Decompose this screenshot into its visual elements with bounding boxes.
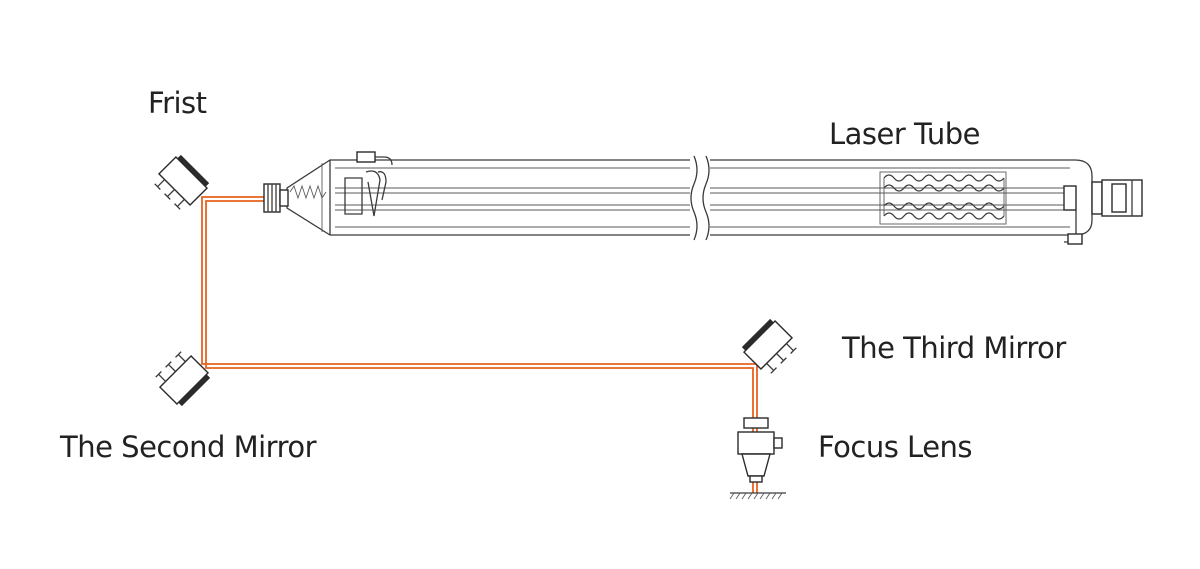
laser-tube-label: Laser Tube bbox=[829, 117, 980, 151]
focus-lens bbox=[729, 417, 786, 500]
first-mirror-label: Frist bbox=[148, 86, 207, 120]
third-mirror-label: The Third Mirror bbox=[842, 331, 1066, 365]
second-mirror bbox=[155, 351, 211, 407]
first-mirror bbox=[154, 154, 210, 210]
laser-tube bbox=[263, 151, 1143, 245]
tube-coil bbox=[883, 174, 1005, 220]
second-mirror-label: The Second Mirror bbox=[60, 430, 317, 464]
third-mirror bbox=[741, 318, 797, 374]
focus-lens-label: Focus Lens bbox=[818, 430, 973, 464]
laser-beam bbox=[201, 196, 758, 493]
